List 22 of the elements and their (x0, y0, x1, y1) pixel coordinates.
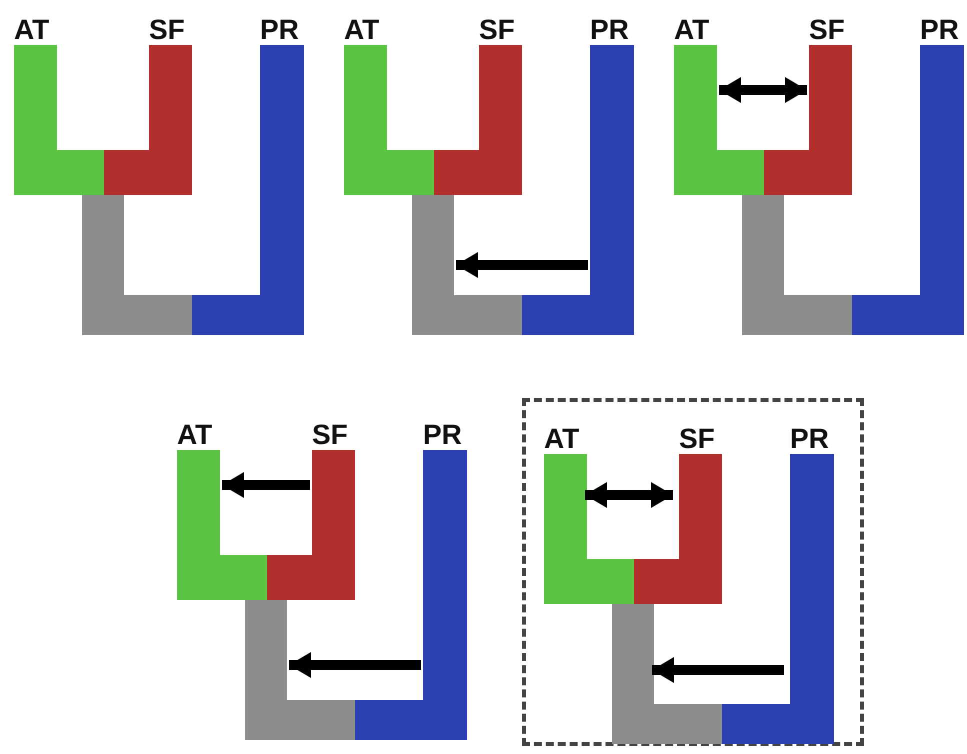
taxon-label: PR (590, 15, 629, 45)
taxon-label: SF (479, 15, 515, 45)
arrow (222, 472, 310, 498)
taxon-label: AT (544, 424, 580, 454)
arrow (456, 252, 588, 278)
taxon-label: PR (260, 15, 299, 45)
taxon-label: AT (344, 15, 380, 45)
taxon-label: AT (14, 15, 50, 45)
taxon-label: AT (674, 15, 710, 45)
taxon-label: PR (920, 15, 959, 45)
taxon-label: PR (790, 424, 829, 454)
arrow (585, 482, 673, 508)
taxon-label: SF (149, 15, 185, 45)
arrow (652, 657, 784, 683)
highlight-frame (522, 398, 864, 746)
taxon-label: SF (809, 15, 845, 45)
arrow (289, 652, 421, 678)
arrow (719, 77, 807, 103)
taxon-label: SF (679, 424, 715, 454)
taxon-label: PR (423, 420, 462, 450)
taxon-label: AT (177, 420, 212, 450)
taxon-label: SF (312, 420, 348, 450)
